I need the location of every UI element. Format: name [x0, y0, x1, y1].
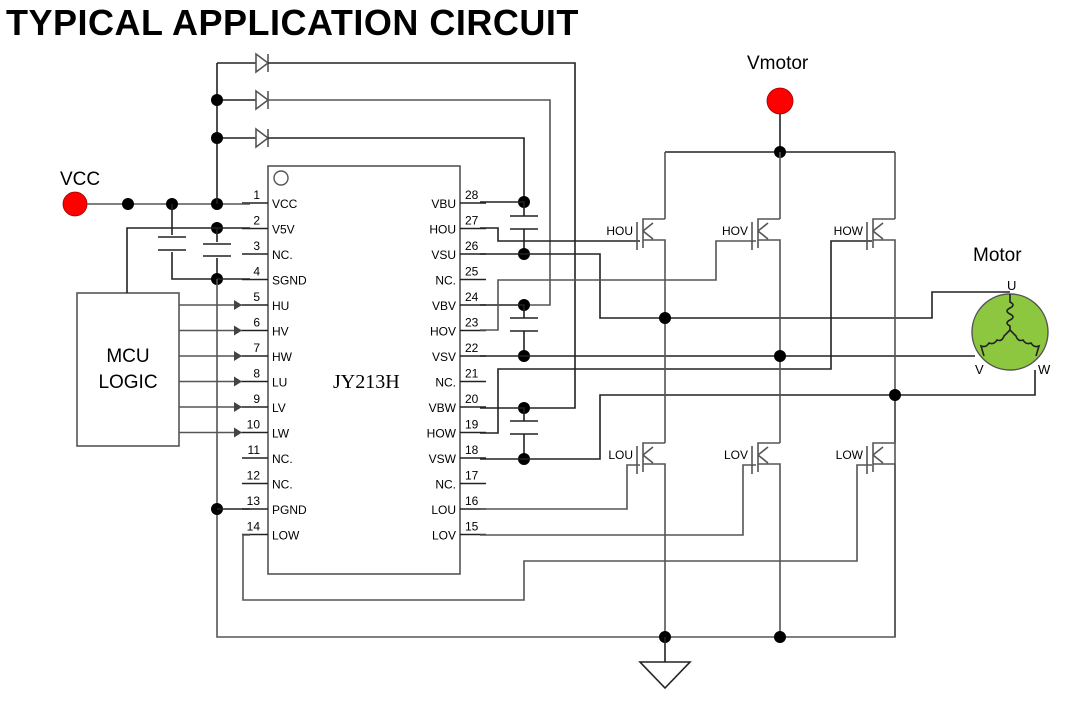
page-title: TYPICAL APPLICATION CIRCUIT [6, 2, 579, 43]
mosfet-label: LOU [608, 448, 633, 462]
ic-name: JY213H [333, 371, 400, 393]
motor-icon [971, 293, 1049, 371]
pin-name: PGND [272, 503, 307, 517]
pin-name: NC. [272, 452, 293, 466]
arrow-icon [234, 351, 242, 361]
capacitor-c2 [203, 228, 231, 279]
pin-number: 2 [253, 214, 260, 228]
pin1-marker [273, 170, 289, 186]
pin-name: VSU [431, 248, 456, 262]
pin-number: 15 [465, 520, 479, 534]
pin-name: NC. [435, 376, 456, 390]
pin-name: NC. [435, 274, 456, 288]
pin-number: 3 [253, 239, 260, 253]
pin-name: VBV [432, 299, 456, 313]
mosfet: HOW [834, 218, 896, 256]
arrow-icon [234, 402, 242, 412]
pin-number: 20 [465, 392, 479, 406]
pin-name: HOV [430, 325, 456, 339]
pin-number: 7 [253, 341, 260, 355]
motor-phase-u: U [1007, 278, 1016, 293]
pin-number: 8 [253, 367, 260, 381]
pin-number: 4 [253, 265, 260, 279]
vcc-label: VCC [60, 169, 100, 190]
pin-name: LOW [272, 529, 300, 543]
mosfet: LOU [608, 442, 666, 480]
mosfet-label: HOV [722, 224, 748, 238]
mcu-label-line1: MCU [106, 346, 149, 367]
pin-number: 27 [465, 214, 479, 228]
pin-name: SGND [272, 274, 307, 288]
pin-number: 25 [465, 265, 479, 279]
pin-name: NC. [435, 478, 456, 492]
ic-body [267, 165, 461, 575]
pin-number: 19 [465, 418, 479, 432]
pin-number: 21 [465, 367, 479, 381]
pin-number: 6 [253, 316, 260, 330]
pin-number: 18 [465, 443, 479, 457]
pin-name: VSV [432, 350, 456, 364]
pin-name: VCC [272, 197, 298, 211]
vmotor-terminal[interactable] [766, 87, 794, 115]
mosfet-label: HOU [606, 224, 633, 238]
pin-number: 23 [465, 316, 479, 330]
pin-number: 10 [247, 418, 261, 432]
vcc-terminal[interactable] [62, 191, 88, 217]
capacitor-c1 [158, 204, 217, 280]
mosfet: LOW [836, 442, 896, 480]
mosfet-label: LOV [724, 448, 748, 462]
arrow-icon [234, 427, 242, 438]
arrow-icon [234, 325, 242, 336]
pin-name: LOU [431, 503, 456, 517]
motor-label: Motor [973, 245, 1022, 266]
pin-name: LOV [432, 529, 456, 543]
pin-number: 12 [247, 469, 261, 483]
pin-number: 26 [465, 239, 479, 253]
vmotor-label: Vmotor [747, 53, 809, 74]
pin-name: HOW [427, 427, 457, 441]
mosfet: HOU [606, 218, 666, 256]
pin-name: LU [272, 376, 287, 390]
pin-name: V5V [272, 223, 295, 237]
mcu-label-line2: LOGIC [98, 372, 157, 393]
pin-name: HOU [429, 223, 456, 237]
mosfet: LOV [724, 442, 781, 480]
pin-name: LW [272, 427, 290, 441]
pin-name: LV [272, 401, 286, 415]
motor-phase-v: V [975, 362, 984, 377]
ground-icon [638, 637, 692, 690]
ground-bus [216, 279, 896, 638]
pin-number: 24 [465, 290, 479, 304]
pin-number: 9 [253, 392, 260, 406]
pin-name: VBW [429, 401, 457, 415]
pin-name: VBU [431, 197, 456, 211]
v5v-wire [126, 227, 250, 293]
pin-number: 28 [465, 188, 479, 202]
bootstrap-capacitors [480, 196, 538, 465]
mosfet: HOV [722, 218, 781, 256]
mosfet-label: LOW [836, 448, 864, 462]
pin-number: 11 [248, 443, 261, 457]
pin-name: HW [272, 350, 293, 364]
pin-name: HV [272, 325, 289, 339]
arrow-icon [234, 376, 242, 387]
gate-drive-nets [242, 227, 1036, 601]
pin-number: 5 [253, 290, 260, 304]
arrow-icon [234, 300, 242, 310]
pin-name: VSW [429, 452, 457, 466]
pin-number: 17 [465, 469, 479, 483]
pin-number: 22 [465, 341, 479, 355]
pin-number: 14 [247, 520, 261, 534]
pin-number: 16 [465, 494, 479, 508]
mosfet-label: HOW [834, 224, 864, 238]
pin-name: NC. [272, 248, 293, 262]
pin-number: 1 [253, 188, 260, 202]
pin-number: 13 [247, 494, 261, 508]
bootstrap-diodes [211, 52, 576, 409]
mcu-box [76, 292, 180, 447]
pin-name: NC. [272, 478, 293, 492]
pin-name: HU [272, 299, 289, 313]
motor-phase-w: W [1038, 362, 1051, 377]
